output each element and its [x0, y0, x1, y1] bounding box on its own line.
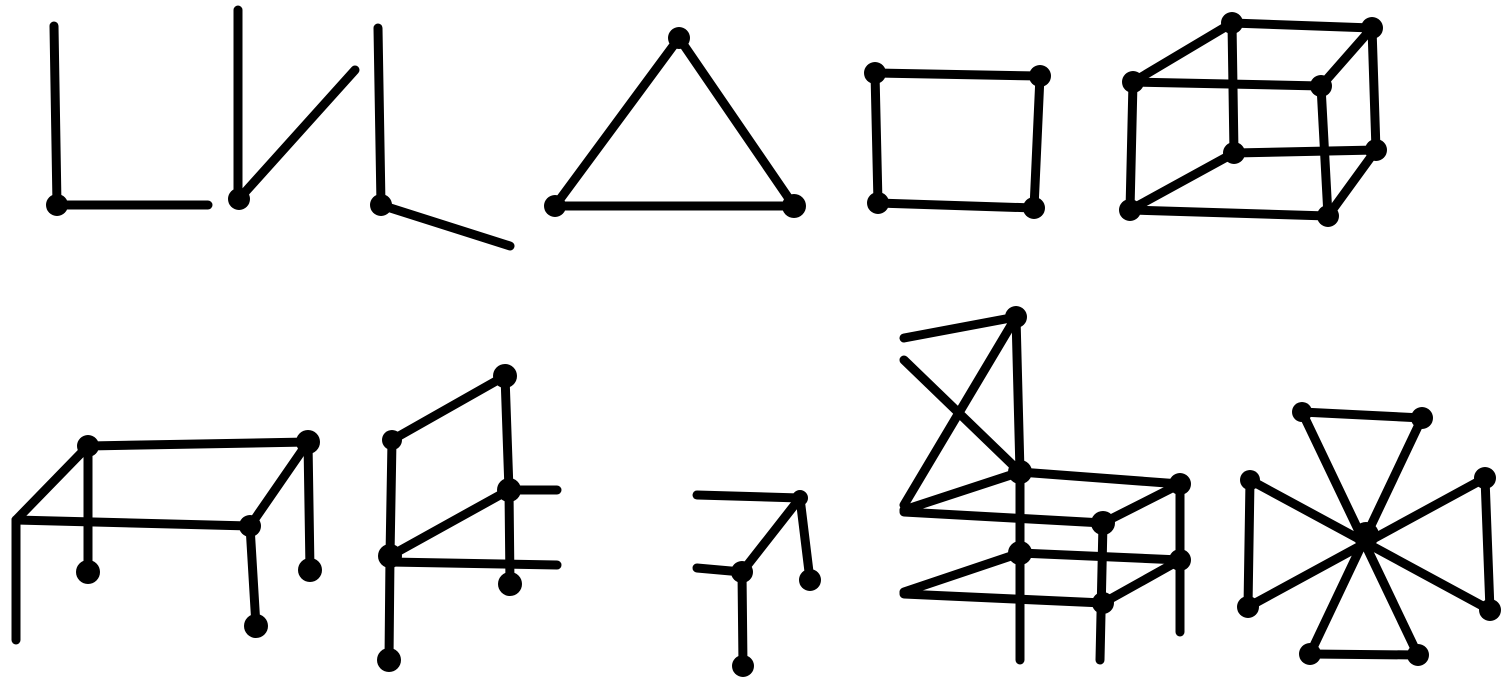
vertex — [382, 430, 402, 450]
edge — [742, 572, 743, 666]
edge — [1310, 654, 1418, 655]
vertex — [1292, 402, 1312, 422]
vertex — [370, 194, 392, 216]
edge — [875, 73, 878, 203]
edge — [505, 376, 509, 490]
vertex — [1221, 12, 1243, 34]
vertex — [1005, 306, 1027, 328]
vertex — [668, 27, 690, 49]
vertex — [1029, 65, 1051, 87]
edge — [88, 442, 308, 446]
vertex — [1474, 467, 1496, 489]
vertex — [1122, 71, 1144, 93]
vertex — [1008, 541, 1032, 565]
vertex — [228, 188, 250, 210]
vertex — [298, 558, 322, 582]
vertex — [1310, 75, 1332, 97]
edge — [378, 28, 381, 205]
vertex — [1091, 511, 1115, 535]
vertex — [1008, 460, 1032, 484]
edge — [308, 442, 310, 570]
vertex — [799, 569, 821, 591]
edge — [1130, 82, 1133, 210]
edge — [1016, 317, 1020, 472]
vertex — [296, 430, 320, 454]
edge — [1034, 76, 1040, 208]
edge — [389, 556, 390, 660]
vertex — [1353, 522, 1379, 548]
edge — [1485, 478, 1490, 610]
edge — [1248, 480, 1250, 607]
vertex — [493, 364, 517, 388]
edge — [1133, 82, 1321, 86]
edge — [16, 520, 250, 526]
vertex — [731, 561, 753, 583]
vertex — [1407, 644, 1429, 666]
vertex — [792, 490, 808, 506]
vertex — [1317, 205, 1339, 227]
edge — [390, 562, 557, 565]
edge — [1234, 150, 1376, 153]
vertex — [244, 614, 268, 638]
vertex — [732, 655, 754, 677]
vertex — [1365, 139, 1387, 161]
vertex — [864, 62, 886, 84]
edge — [390, 440, 392, 556]
vertex — [1169, 549, 1191, 571]
vertex — [782, 194, 806, 218]
edge — [1232, 23, 1234, 153]
vertex — [1237, 596, 1259, 618]
edge — [1130, 210, 1328, 216]
edge — [1302, 412, 1422, 418]
vertex — [239, 515, 261, 537]
vertex — [1361, 17, 1383, 39]
edge — [1232, 23, 1372, 28]
edge — [54, 26, 57, 205]
vertex — [377, 648, 401, 672]
vertex — [1119, 199, 1141, 221]
vertex — [77, 435, 99, 457]
vertex — [1299, 643, 1321, 665]
vertex — [544, 195, 566, 217]
vertex — [378, 544, 402, 568]
vertex — [76, 560, 100, 584]
vertex — [46, 194, 68, 216]
edge — [875, 73, 1040, 76]
vertex — [1223, 142, 1245, 164]
vertex — [1169, 473, 1191, 495]
edge — [697, 495, 800, 498]
vertex — [1092, 592, 1114, 614]
vertex — [498, 572, 522, 596]
edge — [878, 203, 1034, 208]
edge — [509, 490, 510, 584]
vertex — [1023, 197, 1045, 219]
edge — [1372, 28, 1376, 150]
vertex — [1411, 407, 1433, 429]
edge — [1100, 523, 1103, 660]
vertex — [867, 192, 889, 214]
vertex — [1240, 470, 1260, 490]
edge — [250, 526, 256, 626]
vertex — [1479, 599, 1501, 621]
vertex — [497, 478, 521, 502]
